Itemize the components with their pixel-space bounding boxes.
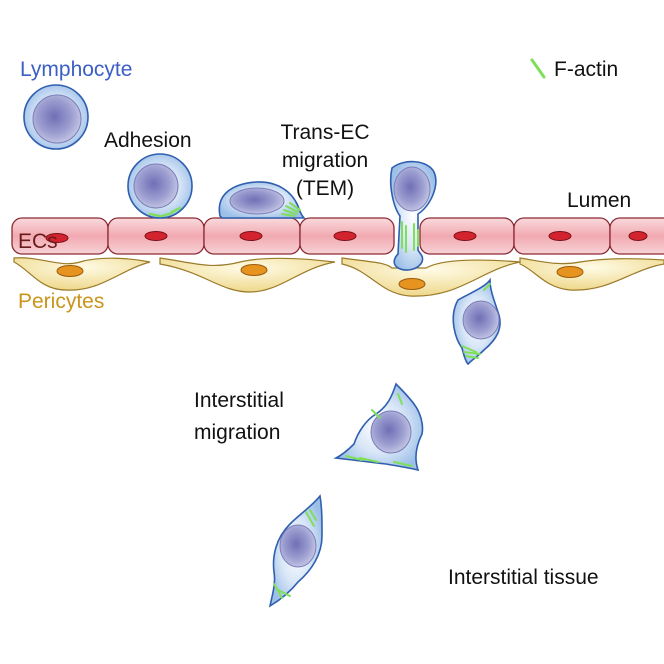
pericyte-cell xyxy=(341,257,521,297)
pericyte-layer xyxy=(13,257,664,297)
ec-nucleus xyxy=(628,231,648,241)
pericyte-nucleus xyxy=(556,266,584,278)
factin-adhesion xyxy=(148,206,182,218)
factin-label: F-actin xyxy=(554,58,619,81)
pericyte-nucleus xyxy=(56,265,84,277)
tem-label-line3: (TEM) xyxy=(295,177,355,200)
adhering-nucleus xyxy=(133,163,179,209)
factin-tem xyxy=(401,221,419,253)
pericyte-cell xyxy=(13,257,151,291)
interstitial-migration-label-line1: Interstitial xyxy=(194,389,284,412)
interstitial-tissue-label: Interstitial tissue xyxy=(448,566,599,589)
ec-nucleus xyxy=(333,231,357,241)
factin-interstitial xyxy=(345,393,413,467)
adhesion-label: Adhesion xyxy=(104,129,192,152)
ec-nucleus xyxy=(548,231,572,241)
pericytes-label: Pericytes xyxy=(18,290,105,313)
interstitial-lymphocyte-lower xyxy=(268,494,323,608)
endothelial-layer xyxy=(11,217,664,255)
pericyte-nucleus xyxy=(398,278,426,290)
tem-lymphocyte xyxy=(389,160,437,271)
ec-nucleus xyxy=(144,231,168,241)
interstitial-lymphocyte xyxy=(333,382,424,472)
ec-nucleus xyxy=(239,231,263,241)
interstitial-migration-label-line2: migration xyxy=(194,421,281,444)
ec-nucleus xyxy=(453,231,477,241)
ecs-label: ECs xyxy=(18,230,58,253)
lymphocyte-cell xyxy=(23,84,89,150)
emigrated-nucleus xyxy=(462,300,500,340)
interstitial-lower-nucleus xyxy=(279,524,317,568)
pericyte-cell xyxy=(519,257,664,291)
ec-nucleus xyxy=(45,233,69,243)
factin-emigrated xyxy=(461,283,491,359)
lymphocyte-nucleus xyxy=(32,94,82,144)
pericyte-nucleus xyxy=(240,264,268,276)
adhering-lymphocyte xyxy=(127,153,193,219)
lumen-label: Lumen xyxy=(567,189,632,212)
lymphocyte-label: Lymphocyte xyxy=(20,58,133,81)
tem-nucleus xyxy=(393,166,431,212)
crawling-nucleus xyxy=(229,187,285,215)
crawling-lymphocyte xyxy=(218,181,306,219)
tem-label-line1: Trans-EC xyxy=(280,121,370,144)
tem-label-line2: migration xyxy=(281,149,369,172)
factin-crawling xyxy=(281,202,301,217)
emigrated-lymphocyte xyxy=(452,277,501,366)
factin-legend-icon xyxy=(530,58,546,79)
interstitial-nucleus xyxy=(370,410,412,454)
factin-interstitial-lower xyxy=(273,509,317,599)
